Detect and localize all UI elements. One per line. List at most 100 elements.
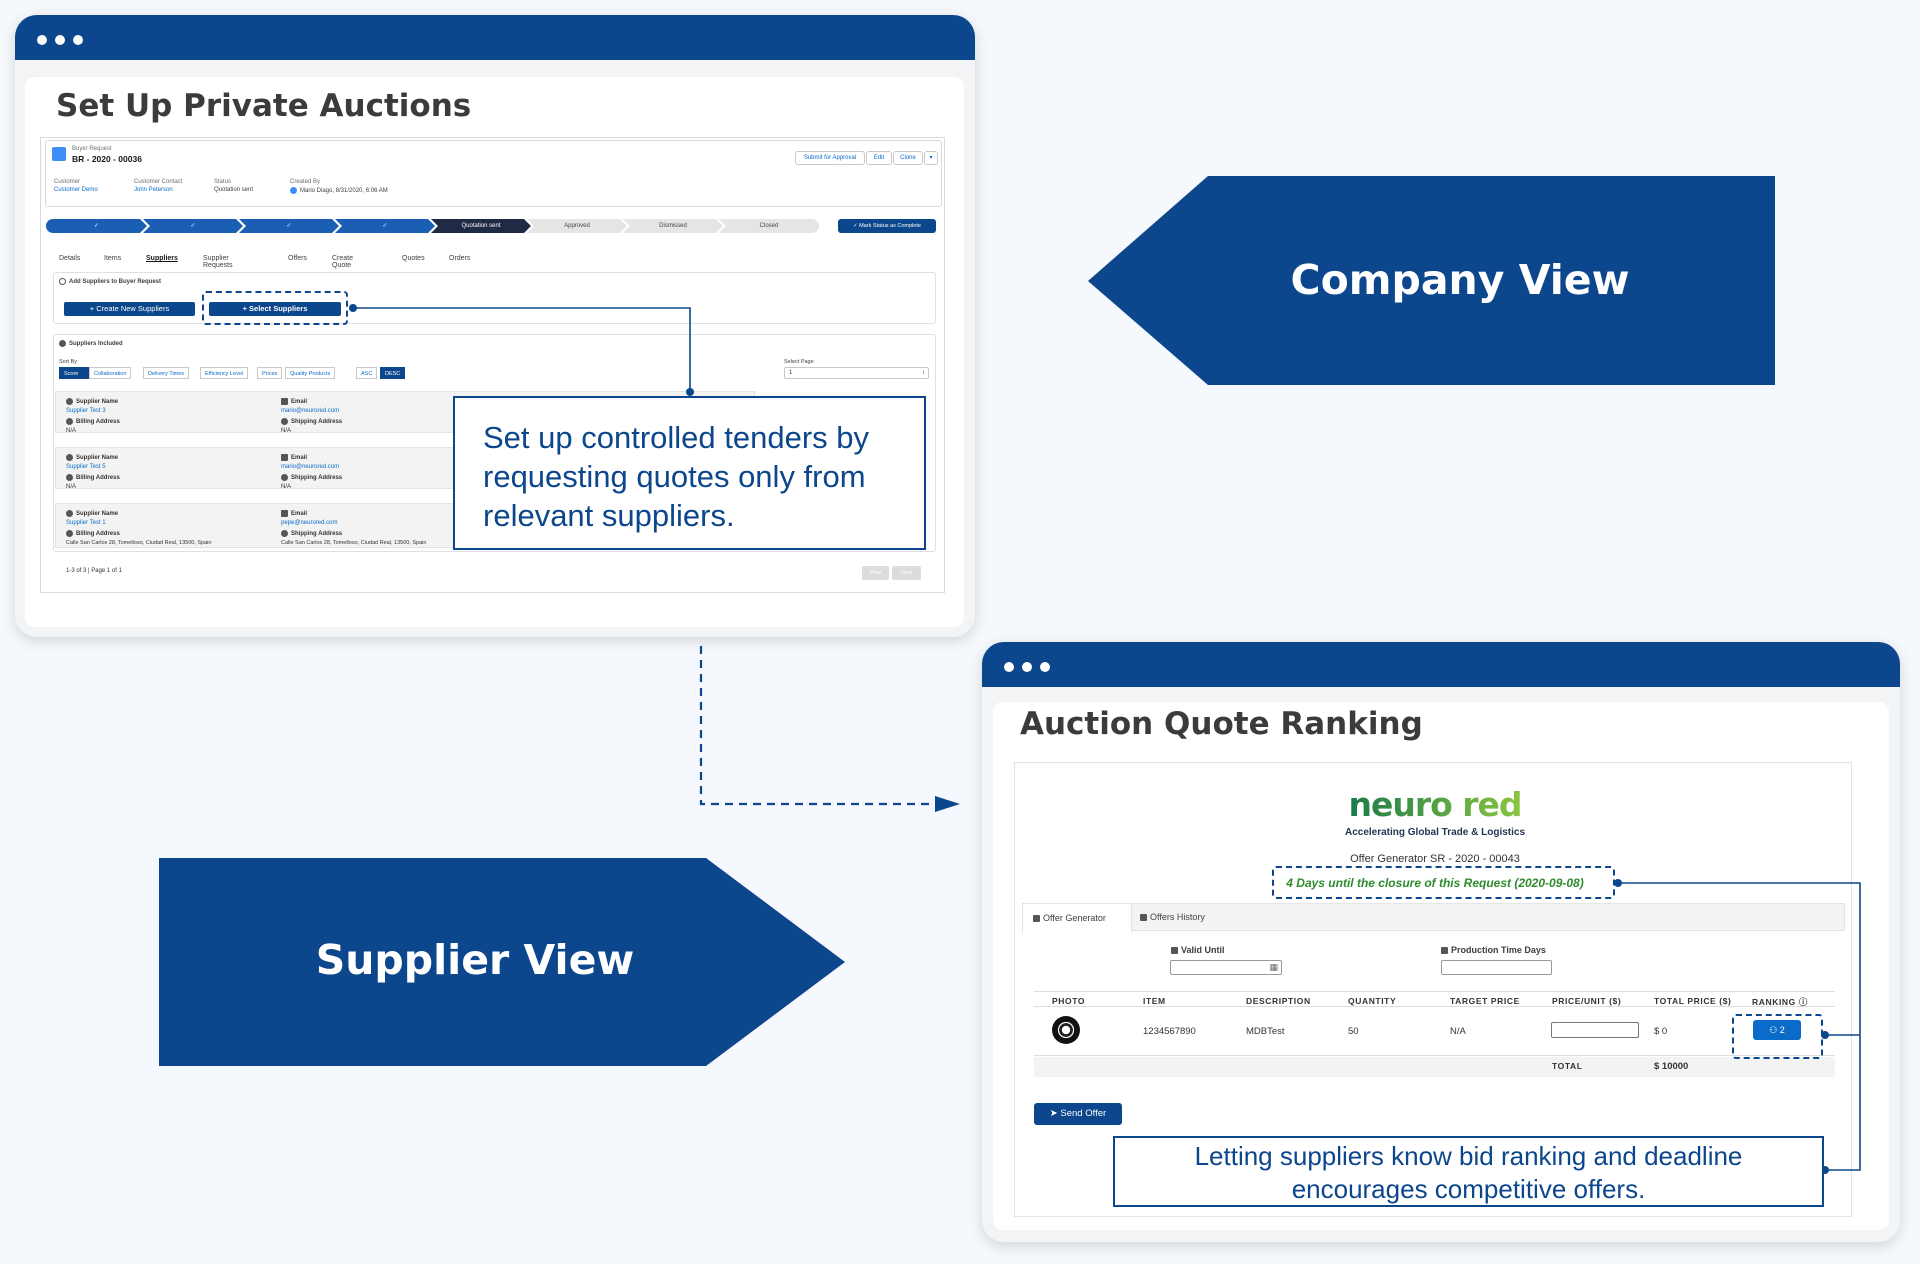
user-icon	[290, 187, 297, 194]
cell-description: MDBTest	[1246, 1026, 1285, 1037]
send-offer-button[interactable]: ➤ Send Offer	[1034, 1103, 1122, 1125]
sort-score[interactable]: Score	[59, 367, 89, 379]
sort-quality[interactable]: Quality Products	[285, 367, 336, 379]
path-step[interactable]: Approved	[527, 219, 627, 233]
clone-button[interactable]: Clone	[893, 151, 923, 165]
path-step[interactable]: Dismissed	[623, 219, 723, 233]
shipping-value: N/A	[281, 428, 292, 434]
actions-menu-button[interactable]: ▾	[924, 151, 938, 165]
sort-delivery-times[interactable]: Delivery Times	[143, 367, 190, 379]
flow-arrowhead	[935, 796, 960, 812]
record-number: BR - 2020 - 00036	[72, 154, 142, 164]
field-value-created: Mario Diago, 8/31/2020, 6:06 AM	[290, 187, 388, 194]
create-suppliers-button[interactable]: + Create New Suppliers	[64, 302, 195, 316]
ranking-badge[interactable]: ⚇ 2	[1753, 1020, 1801, 1040]
field-label: Status	[214, 179, 232, 185]
sort-asc[interactable]: ASC	[356, 367, 378, 379]
record-type: Buyer Request	[72, 146, 112, 152]
field-value-contact[interactable]: John Peterson	[134, 187, 173, 193]
supplier-view-arrow	[159, 858, 845, 1066]
billing-value: N/A	[66, 428, 77, 434]
field-label: Customer Contact	[134, 179, 183, 185]
select-suppliers-button[interactable]: + Select Suppliers	[209, 302, 341, 316]
supplier-name-link[interactable]: Supplier Test 1	[66, 520, 106, 526]
cell-quantity: 50	[1348, 1026, 1359, 1037]
email-link[interactable]: mario@neurored.com	[281, 408, 340, 414]
path-step[interactable]: ✓	[335, 219, 435, 233]
email-label-text: Email	[291, 455, 308, 462]
record-icon	[52, 147, 66, 161]
path-step[interactable]: ✓	[239, 219, 339, 233]
col-photo: PHOTO	[1052, 996, 1086, 1006]
production-time-input[interactable]	[1441, 960, 1552, 975]
path-step[interactable]: Closed	[719, 219, 819, 233]
tab-orders[interactable]: Orders	[449, 255, 471, 262]
email-label-text: Email	[291, 399, 308, 406]
tab-supplier-requests[interactable]: Supplier Requests	[203, 255, 233, 269]
supplier-name-link[interactable]: Supplier Test 5	[66, 464, 106, 470]
email-link[interactable]: mario@neurored.com	[281, 464, 340, 470]
window-dots	[1004, 659, 1058, 677]
window-dots	[37, 32, 91, 50]
sort-efficiency[interactable]: Efficiency Level	[200, 367, 249, 379]
sort-collaboration[interactable]: Collaboration	[89, 367, 132, 379]
add-suppliers-section: Add Suppliers to Buyer Request + Create …	[53, 272, 936, 324]
tab-offers-history-label: Offers History	[1150, 912, 1205, 922]
tab-offer-generator[interactable]: Offer Generator	[1022, 903, 1132, 933]
supplier-view-label: Supplier View	[315, 936, 635, 984]
pagination-text: 1-3 of 3 | Page 1 of 1	[66, 568, 122, 574]
suppliers-included-text: Suppliers Included	[69, 341, 123, 348]
tab-offers[interactable]: Offers	[288, 255, 307, 262]
location-icon	[281, 530, 288, 537]
cell-target-price: N/A	[1450, 1026, 1466, 1037]
path-step[interactable]: ✓	[143, 219, 243, 233]
connector-line	[353, 307, 691, 392]
sort-prices[interactable]: Prices	[257, 367, 283, 379]
tab-offers-history[interactable]: Offers History	[1140, 903, 1205, 931]
field-value-customer[interactable]: Customer Demo	[54, 187, 98, 193]
supplier-name-link[interactable]: Supplier Test 3	[66, 408, 106, 414]
mark-complete-button[interactable]: ✓ Mark Status as Complete	[838, 219, 936, 233]
prev-button[interactable]: Prev	[862, 566, 889, 580]
path-step-current[interactable]: Quotation sent	[431, 219, 531, 233]
supplier-name-label-text: Supplier Name	[76, 455, 119, 462]
edit-button[interactable]: Edit	[866, 151, 892, 165]
select-page-dropdown[interactable]: 1↕	[784, 367, 929, 379]
tab-create-quote[interactable]: Create Quote	[332, 255, 354, 269]
email-icon	[281, 398, 288, 405]
suppliers-included-section: Suppliers Included Sort By Score Collabo…	[53, 334, 936, 552]
valid-until-input[interactable]: ▦	[1170, 960, 1282, 975]
submit-approval-button[interactable]: Submit for Approval	[795, 151, 865, 165]
tab-details[interactable]: Details	[59, 255, 81, 262]
sort-desc[interactable]: DESC	[380, 367, 406, 379]
company-window-title: Set Up Private Auctions	[56, 88, 472, 124]
shipping-label: Shipping Address	[281, 474, 342, 481]
hourglass-icon	[1441, 947, 1448, 955]
path-step[interactable]: ✓	[46, 219, 147, 233]
supplier-name-label-text: Supplier Name	[76, 399, 119, 406]
tab-items[interactable]: Items	[104, 255, 122, 262]
billing-label: Billing Address	[66, 474, 120, 481]
company-view-arrow	[1088, 176, 1775, 385]
shipping-value: N/A	[281, 484, 292, 490]
col-ranking-text: RANKING	[1752, 997, 1796, 1007]
production-time-text: Production Time Days	[1451, 945, 1546, 955]
person-icon	[66, 510, 73, 517]
price-unit-input[interactable]	[1551, 1022, 1639, 1038]
location-icon	[66, 418, 73, 425]
location-icon	[281, 474, 288, 481]
offer-tabs-bar	[1022, 903, 1845, 931]
calendar-icon	[1171, 947, 1178, 955]
tab-suppliers[interactable]: Suppliers	[146, 255, 178, 262]
tab-quotes[interactable]: Quotes	[402, 255, 425, 262]
email-label: Email	[281, 510, 307, 517]
offer-id: Offer Generator SR - 2020 - 00043	[1350, 853, 1520, 865]
production-time-label: Production Time Days	[1441, 945, 1546, 955]
window-titlebar	[15, 15, 975, 60]
email-link[interactable]: pepe@neurored.com	[281, 520, 338, 526]
table-header: PHOTO ITEM DESCRIPTION QUANTITY TARGET P…	[1034, 991, 1835, 1007]
next-button[interactable]: Next	[892, 566, 921, 580]
col-total-price: TOTAL PRICE ($)	[1654, 996, 1732, 1006]
